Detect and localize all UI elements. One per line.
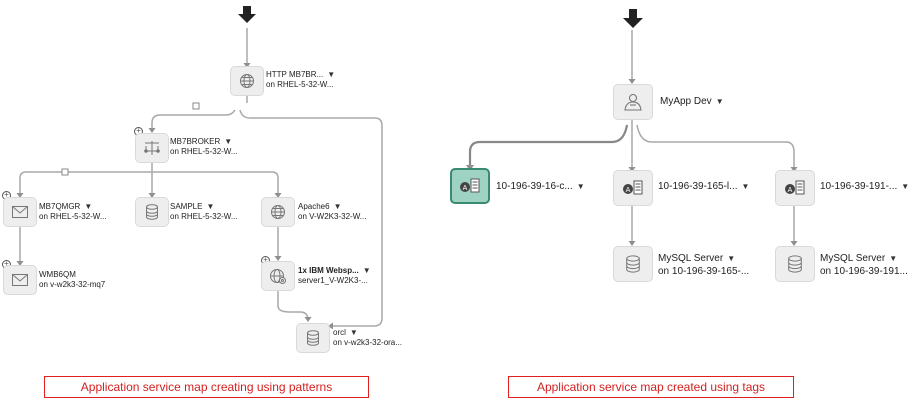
node-mysql-server-191[interactable] [775,246,815,282]
node-mb7qmgr[interactable] [3,197,37,227]
mail-icon [12,206,28,218]
database-icon [626,255,640,273]
chevron-down-icon[interactable]: ▼ [889,254,898,263]
chevron-down-icon[interactable]: ▼ [576,182,585,191]
node-label: 1x IBM Websp...▼ server1_V-W2K3-... [298,266,371,285]
node-label: orcl▼ on v-w2k3-32-ora... [333,328,402,347]
chevron-down-icon[interactable]: ▼ [349,328,358,337]
chevron-down-icon[interactable]: ▼ [362,266,371,275]
node-mysql-server-165[interactable] [613,246,653,282]
server-icon: A [623,180,643,195]
server-icon: A [460,178,480,193]
node-label: SAMPLE▼ on RHEL-5-32-W... [170,202,238,221]
node-label: MB7QMGR▼ on RHEL-5-32-W... [39,202,107,221]
node-host-10-196-39-165[interactable]: A [613,170,653,206]
globe-gear-icon [270,269,286,284]
node-http-mb7br[interactable] [230,66,264,96]
chevron-down-icon[interactable]: ▼ [901,182,910,191]
node-myapp-dev[interactable] [613,84,653,120]
node-label: 10-196-39-165-l...▼ [658,181,750,192]
right-caption: Application service map created using ta… [508,376,794,398]
node-host-10-196-39-16[interactable]: A [450,168,490,204]
chevron-down-icon[interactable]: ▼ [206,202,215,211]
user-icon [624,93,642,111]
svg-text:A: A [626,187,631,194]
broker-icon [144,141,160,155]
chevron-down-icon[interactable]: ▼ [727,254,736,263]
node-label: MB7BROKER▼ on RHEL-5-32-W... [170,137,238,156]
node-sample[interactable] [135,197,169,227]
node-mb7broker[interactable] [135,133,169,163]
node-label: MySQL Server▼ on 10-196-39-165-... [658,253,750,277]
node-apache6[interactable] [261,197,295,227]
database-icon [146,204,158,220]
server-icon: A [785,180,805,195]
database-icon [788,255,802,273]
globe-icon [271,205,285,219]
node-ibm-websphere[interactable] [261,261,295,291]
node-label: 10-196-39-16-c...▼ [496,181,585,192]
node-label: WMB6QM on v-w2k3-32-mq7 [39,270,106,289]
node-host-10-196-39-191[interactable]: A [775,170,815,206]
chevron-down-icon[interactable]: ▼ [741,182,750,191]
svg-text:A: A [788,187,793,194]
svg-text:A: A [463,185,468,192]
chevron-down-icon[interactable]: ▼ [333,202,342,211]
database-icon [307,330,319,346]
node-label: Apache6▼ on V-W2K3-32-W... [298,202,367,221]
chevron-down-icon[interactable]: ▼ [84,202,93,211]
node-label: MyApp Dev▼ [660,96,724,107]
entry-arrow-icon [623,9,643,28]
chevron-down-icon[interactable]: ▼ [327,70,336,79]
node-label: 10-196-39-191-...▼ [820,181,910,192]
node-label: HTTP MB7BR...▼ on RHEL-5-32-W... [266,70,336,89]
node-wmb6qm[interactable] [3,265,37,295]
chevron-down-icon[interactable]: ▼ [224,137,233,146]
chevron-down-icon[interactable]: ▼ [715,97,724,106]
globe-icon [240,74,254,88]
left-caption: Application service map creating using p… [44,376,369,398]
entry-arrow-icon [238,6,256,23]
mail-icon [12,274,28,286]
node-label: MySQL Server▼ on 10-196-39-191... [820,253,908,277]
node-orcl[interactable] [296,323,330,353]
